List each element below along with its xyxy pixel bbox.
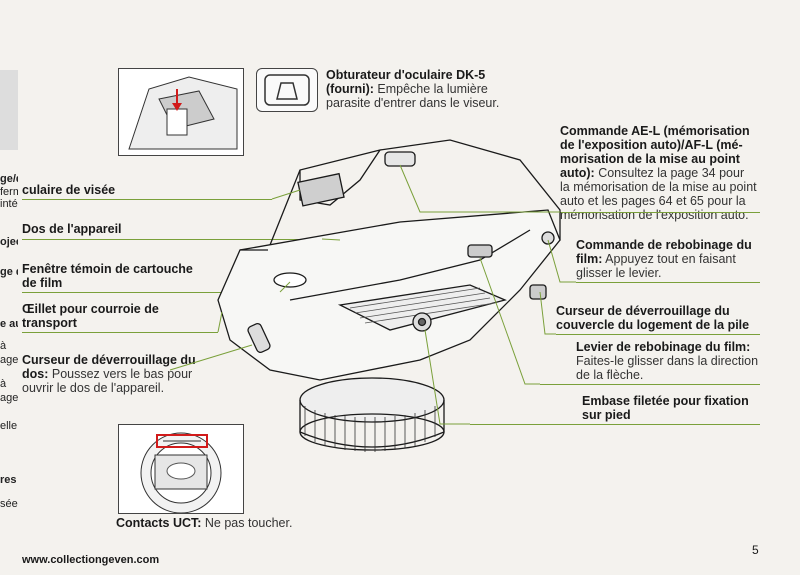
rewind-rule: [576, 282, 760, 283]
left-fragment: ge/d: [0, 173, 18, 185]
left-fragment: intégr: [0, 198, 18, 210]
window-rule: [22, 292, 280, 293]
back-lock-label: Curseur de déverrouillage du dos: Pousse…: [22, 353, 196, 395]
eyepiece-label: culaire de visée: [22, 183, 116, 197]
left-fragment: ge d: [0, 266, 18, 278]
eyepiece-rule: [22, 199, 272, 200]
camera-back-label: Dos de l'appareil: [22, 222, 122, 236]
left-fragment: ferme: [0, 186, 18, 198]
left-fragment: e au: [0, 318, 18, 330]
back-rule: [22, 239, 322, 240]
left-fragment: ages: [0, 392, 18, 404]
inset-eyepiece-photo: [118, 68, 244, 156]
footer-url: www.collectiongeven.com: [22, 554, 160, 566]
left-photo-fragment: [0, 70, 18, 150]
left-fragment: res: [0, 474, 17, 486]
left-fragment: à: [0, 340, 7, 352]
left-fragment: sée: [0, 498, 18, 510]
rewind-button-label: Commande de rebobinage du film: Appuyez …: [576, 238, 752, 280]
contacts-inset-illustration: [140, 432, 222, 514]
strap-rule: [22, 332, 218, 333]
battery-cover-label: Curseur de déverrouillage du couvercle d…: [556, 304, 750, 332]
tripod-label: Embase filetée pour fixation sur pied: [582, 394, 749, 422]
rewind-lever-label: Levier de rebobinage du film: Faites-le …: [576, 340, 759, 382]
tripod-rule: [470, 424, 760, 425]
contacts-label: Contacts UCT: Ne pas toucher.: [116, 516, 293, 530]
eyepiece-inset-illustration: [128, 76, 238, 150]
left-fragment: age: [0, 354, 18, 366]
ael-rule: [560, 212, 760, 213]
lever-rule: [540, 384, 760, 385]
left-fragment: oject: [0, 236, 18, 248]
page-number: 5: [752, 543, 759, 557]
inset-contacts-photo: [118, 424, 244, 514]
ael-afl-label: Commande AE-L (mémorisation de l'exposit…: [560, 124, 757, 222]
dk5-label: Obturateur d'oculaire DK-5 (fourni): Emp…: [326, 68, 500, 110]
dk5-icon: [256, 68, 318, 112]
left-fragment: à: [0, 378, 7, 390]
left-fragment: elle: [0, 420, 18, 432]
battery-rule: [556, 334, 760, 335]
